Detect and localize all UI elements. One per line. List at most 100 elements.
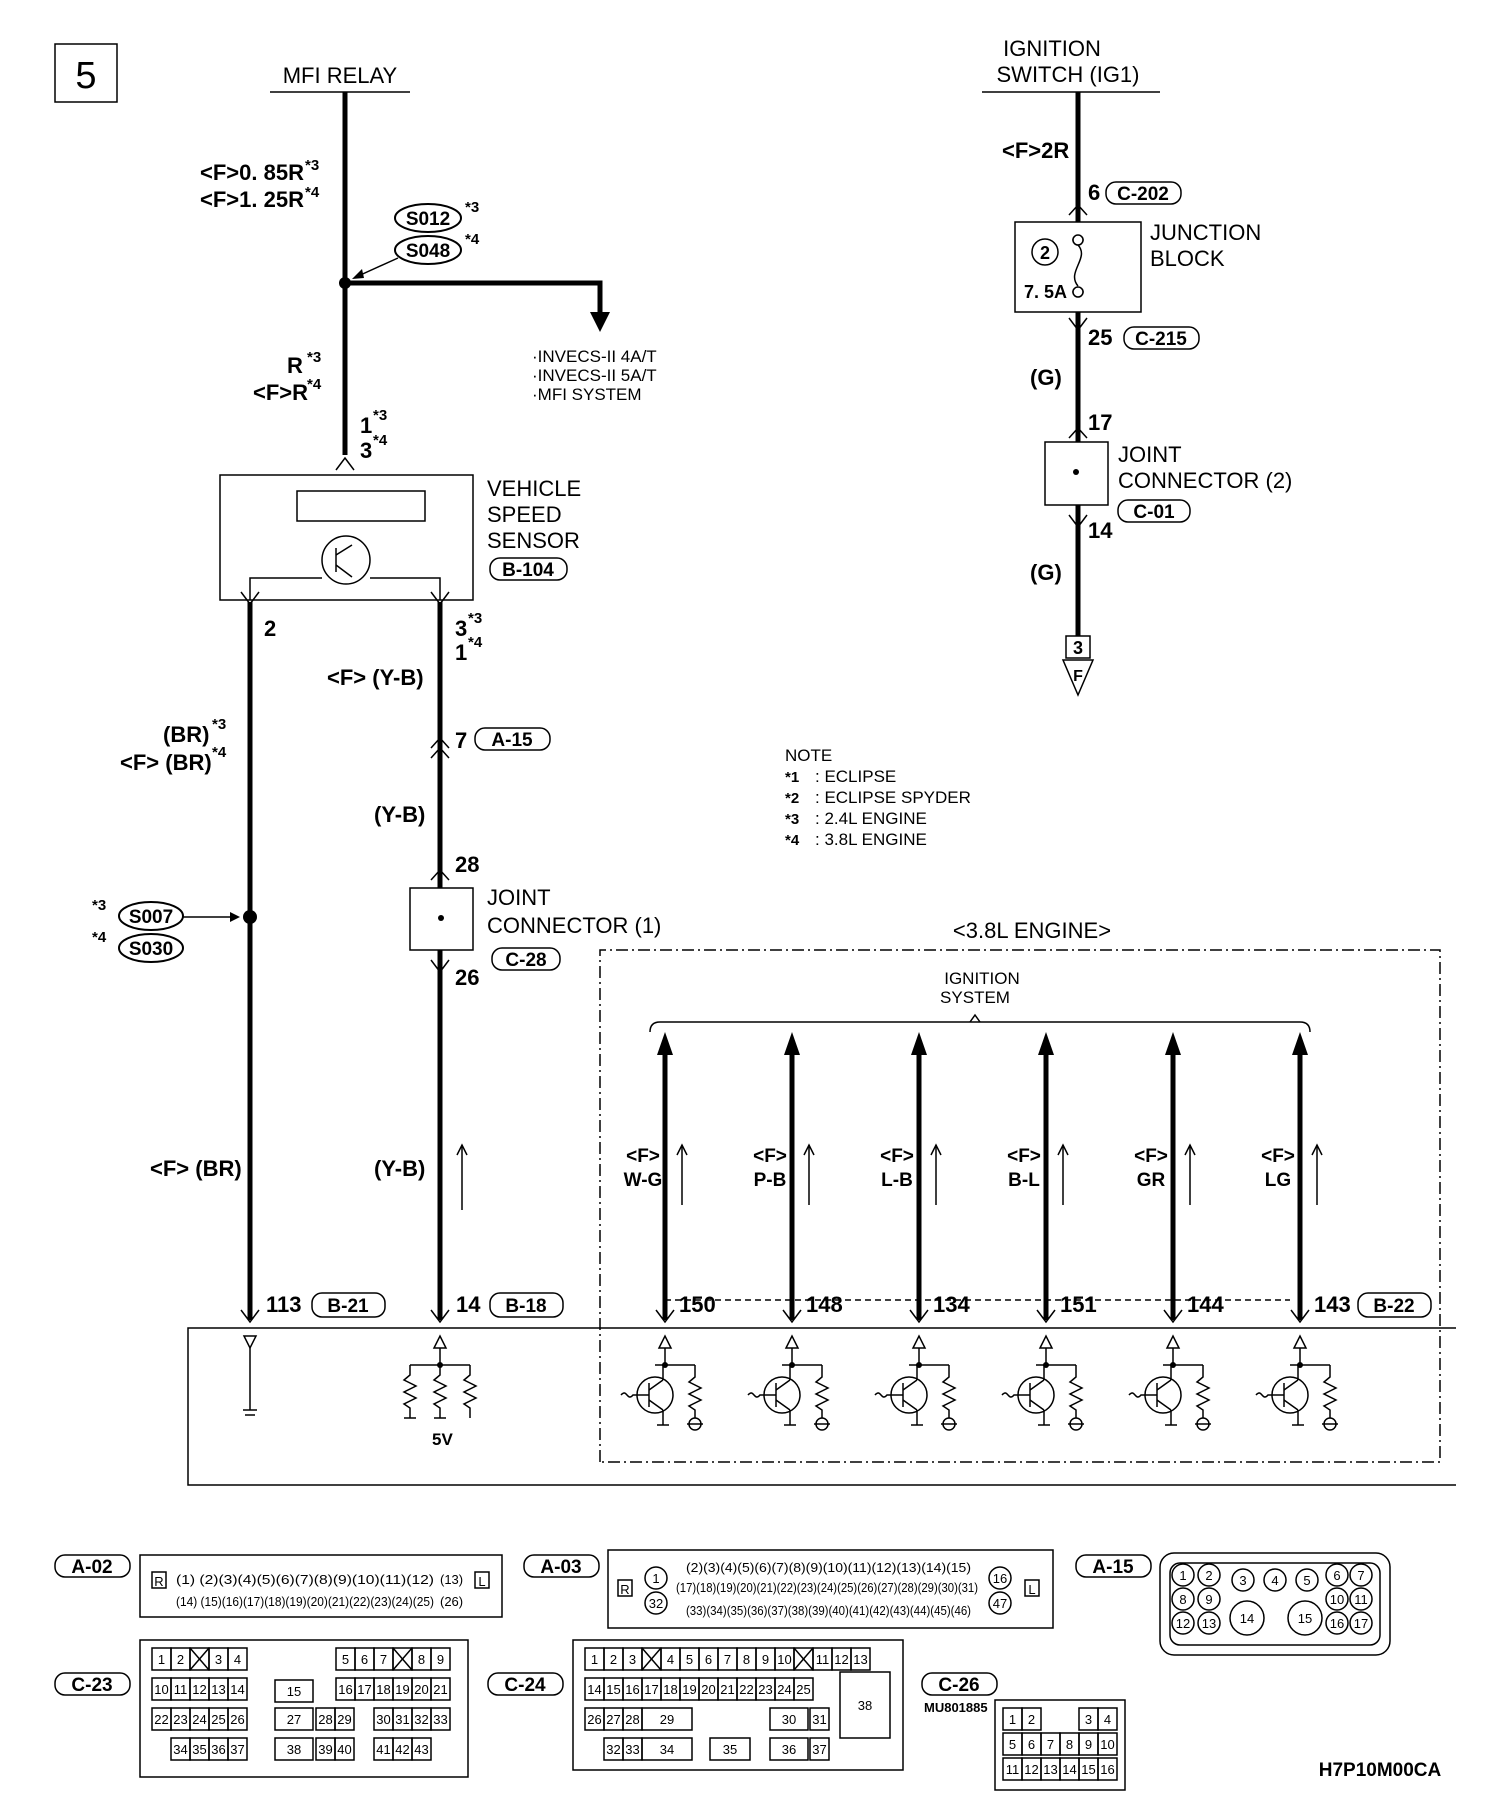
connector-c01: C-01 xyxy=(1117,499,1191,523)
svg-text:17: 17 xyxy=(357,1682,371,1697)
connector-b18: B-18 xyxy=(489,1292,564,1318)
svg-text:S048: S048 xyxy=(406,241,450,262)
right-wire-label-3: (Y-B) xyxy=(374,1156,425,1181)
svg-text:16: 16 xyxy=(993,1571,1007,1586)
svg-text:6: 6 xyxy=(361,1652,368,1667)
svg-text:: ECLIPSE SPYDER: : ECLIPSE SPYDER xyxy=(815,788,971,807)
svg-text:C-01: C-01 xyxy=(1133,502,1175,523)
engine-group-box xyxy=(599,949,1441,1463)
svg-text:19: 19 xyxy=(682,1682,696,1697)
connector-c202: C-202 xyxy=(1105,181,1182,205)
svg-text:7: 7 xyxy=(1357,1568,1364,1583)
svg-text:6: 6 xyxy=(1088,180,1100,205)
svg-text:25: 25 xyxy=(211,1712,225,1727)
vehicle-speed-sensor xyxy=(219,474,474,601)
svg-text:38: 38 xyxy=(858,1698,872,1713)
ignition-wire-color: L-B xyxy=(881,1170,913,1191)
svg-text:23: 23 xyxy=(173,1712,187,1727)
ignition-wire-pin: 150 xyxy=(679,1292,716,1317)
svg-text:16: 16 xyxy=(1330,1616,1344,1631)
svg-text:11: 11 xyxy=(1354,1592,1368,1607)
svg-text:21: 21 xyxy=(433,1682,447,1697)
svg-text:9: 9 xyxy=(437,1652,444,1667)
svg-text:C-215: C-215 xyxy=(1135,329,1187,350)
svg-text:3: 3 xyxy=(1073,638,1083,658)
ecm-ground-circuit xyxy=(242,1335,258,1416)
svg-text:A-02: A-02 xyxy=(71,1557,112,1578)
svg-text:3: 3 xyxy=(1239,1573,1246,1588)
svg-text:A-15: A-15 xyxy=(491,730,533,751)
svg-text:33: 33 xyxy=(433,1712,447,1727)
joint1-label-1: JOINT xyxy=(487,885,551,910)
svg-text:*3: *3 xyxy=(92,897,106,914)
joint2-label-1: JOINT xyxy=(1118,442,1182,467)
svg-text:35: 35 xyxy=(192,1742,206,1757)
mfi-relay-label: MFI RELAY xyxy=(283,63,398,88)
page-number-box: 5 xyxy=(54,43,118,103)
svg-text:24: 24 xyxy=(777,1682,791,1697)
connector-b104: B-104 xyxy=(489,557,568,581)
svg-text:4: 4 xyxy=(667,1652,674,1667)
left-wire-label-3: <F> (BR) xyxy=(150,1156,242,1181)
svg-text:S030: S030 xyxy=(129,939,173,960)
connector-c28: C-28 xyxy=(491,947,561,971)
connector-c215: C-215 xyxy=(1123,326,1200,350)
branch-arrow-icon xyxy=(590,312,610,332)
svg-text:*4: *4 xyxy=(468,634,483,651)
svg-text:3: 3 xyxy=(629,1652,636,1667)
svg-text:3: 3 xyxy=(455,616,467,641)
arrow-up-icon xyxy=(1038,1032,1054,1055)
svg-text:10: 10 xyxy=(1100,1737,1114,1752)
ignition-wire-pin: 143 xyxy=(1314,1292,1351,1317)
svg-text:39: 39 xyxy=(318,1742,332,1757)
svg-text:30: 30 xyxy=(782,1712,796,1727)
svg-text:1: 1 xyxy=(158,1652,165,1667)
svg-text:C-23: C-23 xyxy=(71,1675,112,1696)
svg-text:24: 24 xyxy=(192,1712,206,1727)
engine-group-title: <3.8L ENGINE> xyxy=(953,918,1111,943)
ecm-input-circuit xyxy=(402,1334,478,1419)
svg-text:32: 32 xyxy=(649,1596,663,1611)
ign-wire-label-1: <F>2R xyxy=(1002,138,1069,163)
svg-text:13: 13 xyxy=(211,1682,225,1697)
svg-text:MU801885: MU801885 xyxy=(924,1700,988,1715)
svg-text:42: 42 xyxy=(395,1742,409,1757)
svg-text:38: 38 xyxy=(287,1742,301,1757)
svg-text:B-22: B-22 xyxy=(1373,1296,1414,1317)
diagram-code: H7P10M00CA xyxy=(1319,1760,1442,1781)
svg-text:(14) (15)(16)(17)(18)(19)(20)(: (14) (15)(16)(17)(18)(19)(20)(21)(22)(23… xyxy=(176,1594,434,1609)
svg-text:*3: *3 xyxy=(468,610,482,627)
right-wire-label-1: <F> (Y-B) xyxy=(327,665,424,690)
svg-text:6: 6 xyxy=(705,1652,712,1667)
svg-text:26: 26 xyxy=(587,1712,601,1727)
svg-text:1: 1 xyxy=(1009,1712,1016,1727)
svg-text:5: 5 xyxy=(686,1652,693,1667)
svg-text:17: 17 xyxy=(644,1682,658,1697)
svg-text:36: 36 xyxy=(782,1742,796,1757)
svg-text:2: 2 xyxy=(177,1652,184,1667)
ignition-label-1: IGNITION xyxy=(1003,36,1101,61)
svg-text:*4: *4 xyxy=(92,929,107,946)
svg-text:: 3.8L ENGINE: : 3.8L ENGINE xyxy=(815,830,927,849)
svg-text:16: 16 xyxy=(1100,1762,1114,1777)
ignition-wire-pin: 151 xyxy=(1060,1292,1097,1317)
svg-text:13: 13 xyxy=(1202,1616,1216,1631)
svg-text:10: 10 xyxy=(777,1652,791,1667)
joint-connector-2 xyxy=(1044,441,1109,506)
svg-text:18: 18 xyxy=(376,1682,390,1697)
splice-s012: S012 *3 xyxy=(394,199,479,233)
svg-text:22: 22 xyxy=(739,1682,753,1697)
svg-text:37: 37 xyxy=(230,1742,244,1757)
svg-text:C-24: C-24 xyxy=(504,1675,546,1696)
branch-dest-3: ·MFI SYSTEM xyxy=(532,385,642,404)
svg-text:: ECLIPSE: : ECLIPSE xyxy=(815,767,896,786)
relay-wire-label-2: <F>1. 25R xyxy=(200,187,304,212)
svg-text:47: 47 xyxy=(993,1596,1007,1611)
left-wire-label-2: <F> (BR) xyxy=(120,750,212,775)
branch-dest-2: ·INVECS-II 5A/T xyxy=(532,366,657,385)
